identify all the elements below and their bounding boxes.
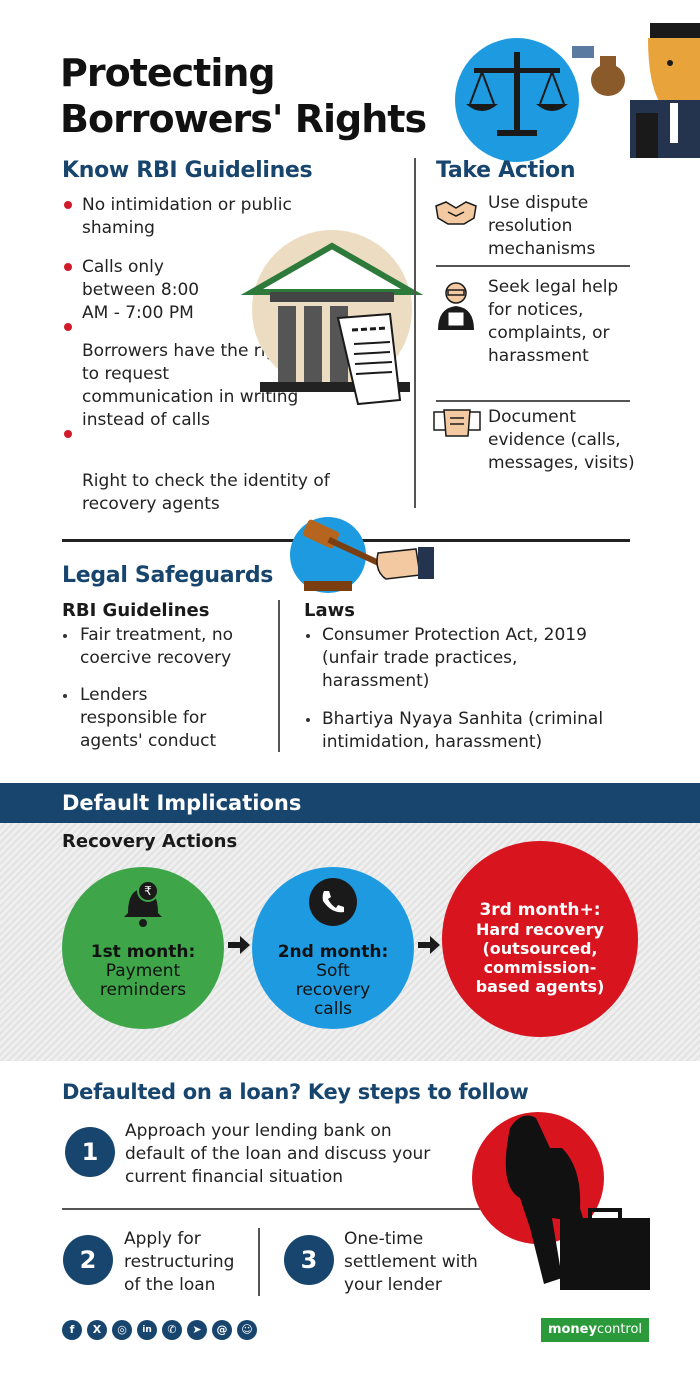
recovery-actions-panel: Recovery Actions ₹ 1st month: Payment re… xyxy=(0,823,700,1061)
lawyer-icon xyxy=(438,282,474,330)
facebook-icon[interactable]: f xyxy=(62,1320,82,1340)
default-implications-band: Default Implications xyxy=(0,783,700,823)
bell-rupee-icon: ₹ xyxy=(124,880,162,927)
step-number: 1 xyxy=(65,1127,115,1177)
snapchat-icon[interactable]: ☺ xyxy=(237,1320,257,1340)
gavel-icon xyxy=(290,517,434,593)
list-item: Bhartiya Nyaya Sanhita (criminal intimid… xyxy=(322,709,604,752)
divider xyxy=(62,1208,480,1210)
action-item: Seek legal help for notices, complaints,… xyxy=(488,277,619,366)
telegram-icon[interactable]: ➤ xyxy=(187,1320,207,1340)
take-action-heading: Take Action xyxy=(436,158,576,183)
bullet xyxy=(64,430,72,438)
bullet xyxy=(64,201,72,209)
arrow-right-icon xyxy=(228,936,250,954)
step-number: 3 xyxy=(284,1235,334,1285)
bullet xyxy=(64,263,72,271)
rbi-guidelines-heading: Know RBI Guidelines xyxy=(62,158,313,183)
svg-text:₹: ₹ xyxy=(144,884,152,898)
key-steps-heading: Defaulted on a loan? Key steps to follow xyxy=(62,1080,529,1104)
bullet xyxy=(64,323,72,331)
moneycontrol-logo[interactable]: moneycontrol xyxy=(541,1318,649,1342)
bullet xyxy=(63,634,67,638)
distressed-man-icon xyxy=(472,1112,650,1290)
recovery-actions-heading: Recovery Actions xyxy=(62,831,238,852)
list-item: Calls only between 8:00 AM - 7:00 PM xyxy=(82,257,200,323)
bank-building-icon xyxy=(240,230,424,406)
threads-icon[interactable]: @ xyxy=(212,1320,232,1340)
stage-3-circle: 3rd month+: Hard recovery (outsourced, c… xyxy=(442,841,638,1037)
whatsapp-icon[interactable]: ✆ xyxy=(162,1320,182,1340)
step-text: One-time settlement with your lender xyxy=(344,1229,478,1295)
action-item: Document evidence (calls, messages, visi… xyxy=(488,407,635,473)
list-item: Right to check the identity of recovery … xyxy=(82,471,330,514)
list-item: Fair treatment, no coercive recovery xyxy=(80,625,234,668)
step-text: Approach your lending bank on default of… xyxy=(125,1121,431,1187)
linkedin-icon[interactable]: in xyxy=(137,1320,157,1340)
column-divider xyxy=(258,1228,260,1296)
list-item: Borrowers have the right to request comm… xyxy=(82,341,299,430)
step-number: 2 xyxy=(63,1235,113,1285)
stage-1-circle: ₹ 1st month: Payment reminders xyxy=(62,867,224,1029)
stage-desc: Hard recovery (outsourced, commission-ba… xyxy=(475,920,605,996)
bullet xyxy=(63,694,67,698)
list-item: Lenders responsible for agents' conduct xyxy=(80,685,217,751)
stage-desc: Payment reminders xyxy=(99,961,187,1000)
list-item: No intimidation or public shaming xyxy=(82,195,292,238)
page-title: Protecting Borrowers' Rights xyxy=(60,50,427,142)
document-evidence-icon xyxy=(433,409,481,437)
title-line-1: Protecting xyxy=(60,51,276,95)
divider xyxy=(436,265,630,267)
column-divider xyxy=(414,158,416,508)
stage-label: 1st month: xyxy=(90,942,196,962)
arrow-right-icon xyxy=(418,936,440,954)
stage-label: 3rd month+: xyxy=(479,900,601,920)
action-item: Use dispute resolution mechanisms xyxy=(488,193,596,259)
stage-desc: Soft recovery calls xyxy=(295,961,371,1019)
handshake-icon xyxy=(435,201,477,225)
scales-of-justice-icon xyxy=(455,38,579,162)
agent-with-money-bag-icon xyxy=(572,23,700,158)
stage-2-circle: 2nd month: Soft recovery calls xyxy=(252,867,414,1029)
stage-label: 2nd month: xyxy=(277,942,389,962)
brand-part-a: money xyxy=(547,1322,597,1337)
x-twitter-icon[interactable]: X xyxy=(87,1320,107,1340)
rbi-col-heading: RBI Guidelines xyxy=(62,600,210,621)
default-implications-heading: Default Implications xyxy=(62,791,302,815)
instagram-icon[interactable]: ◎ xyxy=(112,1320,132,1340)
phone-call-icon xyxy=(309,878,357,926)
step-text: Apply for restructuring of the loan xyxy=(124,1229,235,1295)
column-divider xyxy=(278,600,280,752)
legal-safeguards-heading: Legal Safeguards xyxy=(62,563,274,588)
list-item: Consumer Protection Act, 2019 (unfair tr… xyxy=(322,625,587,691)
bullet xyxy=(306,718,310,722)
bullet xyxy=(306,634,310,638)
divider xyxy=(436,400,630,402)
laws-col-heading: Laws xyxy=(304,600,355,621)
brand-part-b: control xyxy=(596,1322,643,1337)
title-line-2: Borrowers' Rights xyxy=(60,97,427,141)
